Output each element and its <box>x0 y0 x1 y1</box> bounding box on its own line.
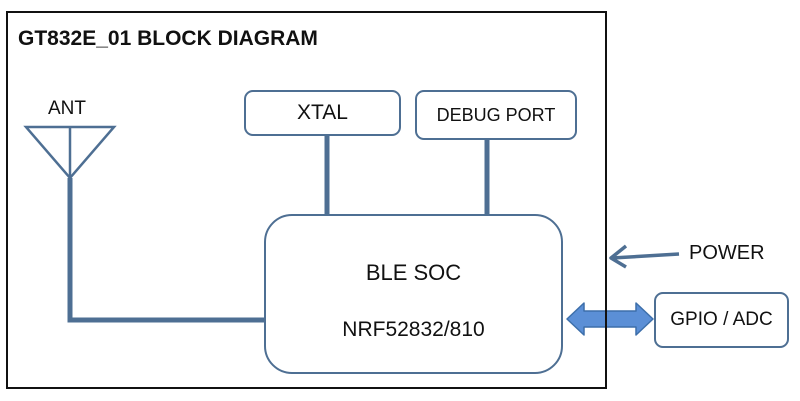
xtal-label: XTAL <box>297 101 348 124</box>
antenna-label: ANT <box>48 98 86 119</box>
gpio-adc-block: GPIO / ADC <box>654 292 789 348</box>
debug-port-block: DEBUG PORT <box>415 90 577 140</box>
module-boundary <box>6 11 607 389</box>
antenna-icon <box>23 125 117 180</box>
debug-port-label: DEBUG PORT <box>436 104 556 125</box>
gpio-adc-label: GPIO / ADC <box>670 309 773 330</box>
diagram-title: GT832E_01 BLOCK DIAGRAM <box>18 27 318 50</box>
arrow-left-icon <box>609 244 680 269</box>
xtal-block: XTAL <box>244 90 401 136</box>
double-arrow-icon <box>566 302 654 336</box>
soc-part-label: NRF52832/810 <box>342 318 485 341</box>
power-label: POWER <box>689 242 765 264</box>
ble-soc-block: BLE SOC NRF52832/810 <box>264 214 563 374</box>
antenna-feed-line <box>67 178 264 323</box>
soc-name-label: BLE SOC <box>365 260 462 285</box>
